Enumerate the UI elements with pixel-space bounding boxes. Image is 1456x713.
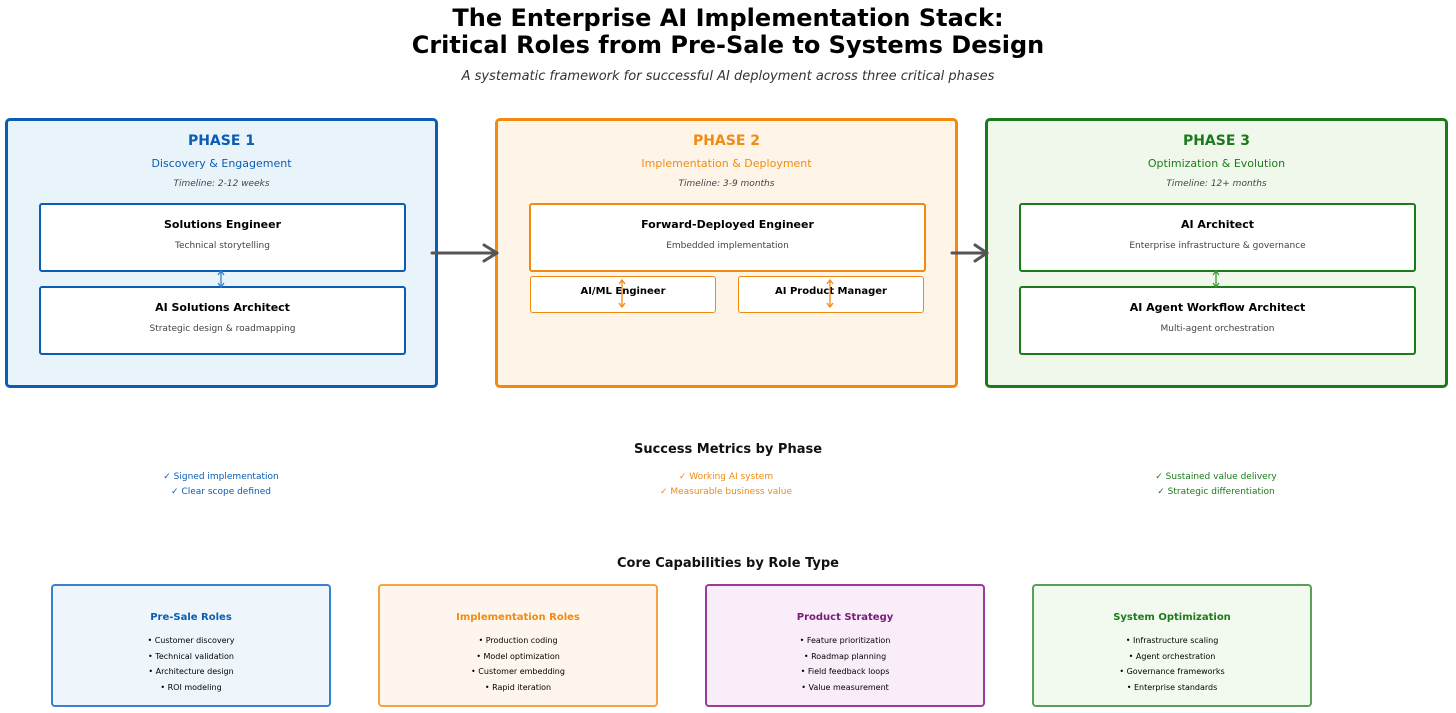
phase-1-panel: PHASE 1 Discovery & Engagement Timeline:…: [5, 118, 438, 388]
phase-2-panel: PHASE 2 Implementation & Deployment Time…: [495, 118, 958, 388]
capability-item: • Field feedback loops: [800, 667, 890, 676]
capability-item: • ROI modeling: [160, 682, 222, 692]
capability-item: • Enterprise standards: [1126, 682, 1218, 692]
phase-2-title: PHASE 2: [692, 133, 761, 149]
capability-card-title: Product Strategy: [796, 612, 894, 623]
role-desc: Multi-agent orchestration: [1160, 324, 1275, 334]
title-line-2: Critical Roles from Pre-Sale to Systems …: [411, 31, 1045, 59]
metrics-title: Success Metrics by Phase: [633, 442, 823, 457]
role-name: Forward-Deployed Engineer: [641, 218, 814, 231]
metric-phase-2-item: ✓ Measurable business value: [659, 487, 793, 497]
role-ai-solutions-architect: AI Solutions Architect Strategic design …: [39, 286, 406, 355]
capability-item: • Technical validation: [148, 651, 234, 661]
role-ai-product-manager: AI Product Manager: [738, 276, 924, 313]
capability-list: • Feature prioritization • Roadmap plann…: [707, 633, 983, 695]
role-ai-agent-workflow-architect: AI Agent Workflow Architect Multi-agent …: [1019, 286, 1416, 355]
capability-card-system-optimization: System Optimization • Infrastructure sca…: [1032, 584, 1312, 707]
capability-item: • Governance frameworks: [1119, 667, 1225, 676]
capability-card-title: System Optimization: [1113, 612, 1231, 623]
metric-phase-3-item: ✓ Sustained value delivery: [1155, 472, 1277, 482]
title-line-1: The Enterprise AI Implementation Stack:: [452, 4, 1004, 32]
role-desc: Technical storytelling: [175, 241, 270, 251]
metric-phase-1-item: ✓ Signed implementation: [163, 472, 279, 482]
phase-1-title: PHASE 1: [187, 133, 256, 149]
capability-item: • Value measurement: [801, 682, 889, 692]
page-subtitle: A systematic framework for successful AI…: [461, 69, 995, 84]
phase-1-timeline: Timeline: 2-12 weeks: [173, 179, 270, 189]
role-name: AI Solutions Architect: [155, 301, 290, 314]
capability-card-title: Pre-Sale Roles: [150, 612, 232, 623]
capability-item: • Production coding: [478, 636, 558, 645]
capability-item: • Architecture design: [148, 667, 234, 676]
phase-3-panel: PHASE 3 Optimization & Evolution Timelin…: [985, 118, 1448, 388]
capability-list: • Customer discovery • Technical validat…: [53, 633, 329, 695]
phase-2-timeline: Timeline: 3-9 months: [678, 179, 775, 189]
phase-2-subtitle: Implementation & Deployment: [641, 157, 812, 170]
capability-card-implementation: Implementation Roles • Production coding…: [378, 584, 658, 707]
metric-phase-3-item: ✓ Strategic differentiation: [1157, 487, 1275, 497]
capability-list: • Infrastructure scaling • Agent orchest…: [1034, 633, 1310, 695]
phase-3-timeline: Timeline: 12+ months: [1166, 179, 1267, 189]
capabilities-title: Core Capabilities by Role Type: [616, 556, 839, 571]
metric-phase-1-item: ✓ Clear scope defined: [171, 487, 271, 497]
role-name: AI Agent Workflow Architect: [1129, 301, 1306, 314]
phase-3-title: PHASE 3: [1182, 133, 1251, 149]
role-desc: Embedded implementation: [666, 241, 789, 251]
capability-card-product-strategy: Product Strategy • Feature prioritizatio…: [705, 584, 985, 707]
capability-list: • Production coding • Model optimization…: [380, 633, 656, 695]
role-name: Solutions Engineer: [163, 218, 282, 231]
capability-item: • Rapid iteration: [484, 682, 552, 692]
capability-card-pre-sale: Pre-Sale Roles • Customer discovery • Te…: [51, 584, 331, 707]
role-desc: Strategic design & roadmapping: [149, 324, 296, 334]
capability-item: • Agent orchestration: [1128, 651, 1216, 661]
role-solutions-engineer: Solutions Engineer Technical storytellin…: [39, 203, 406, 272]
capability-card-title: Implementation Roles: [456, 612, 580, 623]
capability-item: • Infrastructure scaling: [1125, 636, 1219, 645]
phase-1-to-2-arrow: [430, 243, 499, 263]
capability-item: • Model optimization: [476, 651, 560, 661]
page-title: The Enterprise AI Implementation Stack: …: [0, 5, 1456, 59]
capability-item: • Feature prioritization: [799, 636, 891, 645]
role-name: AI Architect: [1181, 218, 1254, 231]
phase-3-subtitle: Optimization & Evolution: [1147, 157, 1286, 170]
capability-item: • Customer embedding: [471, 667, 565, 676]
role-desc: Enterprise infrastructure & governance: [1129, 241, 1306, 251]
role-ai-architect: AI Architect Enterprise infrastructure &…: [1019, 203, 1416, 272]
role-forward-deployed-engineer: Forward-Deployed Engineer Embedded imple…: [529, 203, 926, 272]
capability-item: • Customer discovery: [147, 636, 235, 645]
metric-phase-2-item: ✓ Working AI system: [678, 472, 774, 482]
phase-1-subtitle: Discovery & Engagement: [151, 157, 292, 170]
capability-item: • Roadmap planning: [803, 651, 887, 661]
role-ai-ml-engineer: AI/ML Engineer: [530, 276, 716, 313]
